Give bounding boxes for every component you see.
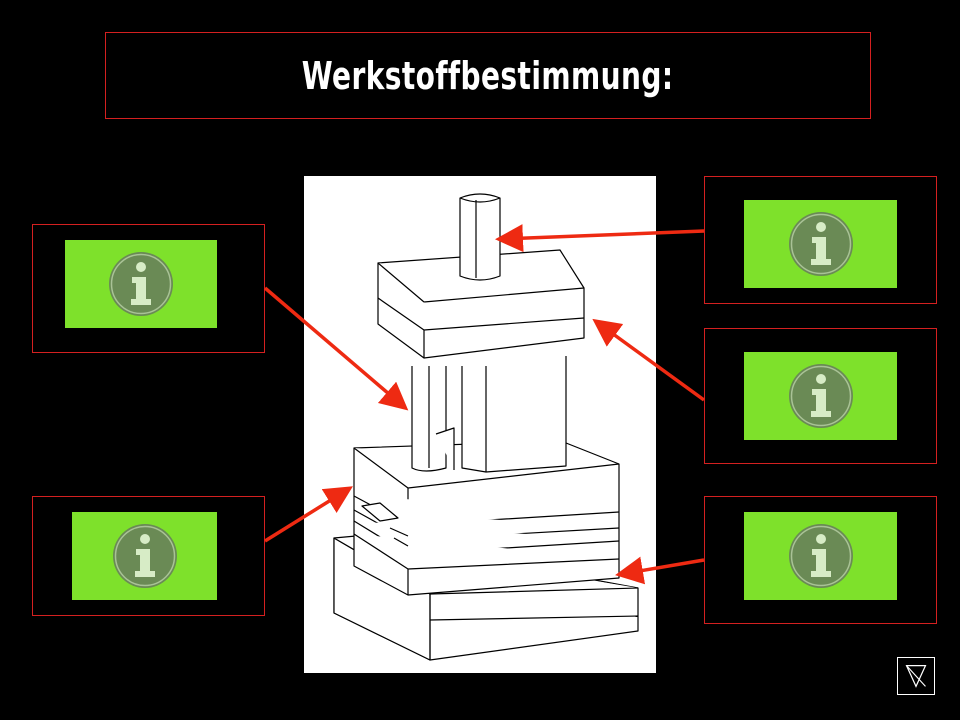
next-slide-button[interactable] bbox=[897, 657, 935, 695]
punch-shank bbox=[459, 193, 501, 281]
info-frame-left-bottom bbox=[32, 496, 265, 616]
slide-title: Werkstoffbestimmung: bbox=[302, 53, 674, 98]
triangle-icon bbox=[905, 664, 927, 688]
press-tool-illustration bbox=[333, 193, 639, 661]
info-button-left-top[interactable] bbox=[65, 240, 217, 328]
info-button-right-middle[interactable] bbox=[744, 352, 897, 440]
title-frame: Werkstoffbestimmung: bbox=[105, 32, 871, 119]
info-icon bbox=[112, 524, 177, 588]
info-icon bbox=[109, 252, 173, 316]
info-frame-right-bottom bbox=[704, 496, 937, 624]
info-button-right-bottom[interactable] bbox=[744, 512, 897, 600]
info-icon bbox=[788, 524, 853, 588]
info-icon bbox=[788, 364, 853, 428]
info-icon bbox=[788, 212, 853, 276]
punch-block bbox=[461, 356, 567, 473]
info-button-left-bottom[interactable] bbox=[72, 512, 217, 600]
info-button-right-top[interactable] bbox=[744, 200, 897, 288]
tool-drawing bbox=[304, 176, 656, 673]
info-frame-right-top bbox=[704, 176, 937, 304]
